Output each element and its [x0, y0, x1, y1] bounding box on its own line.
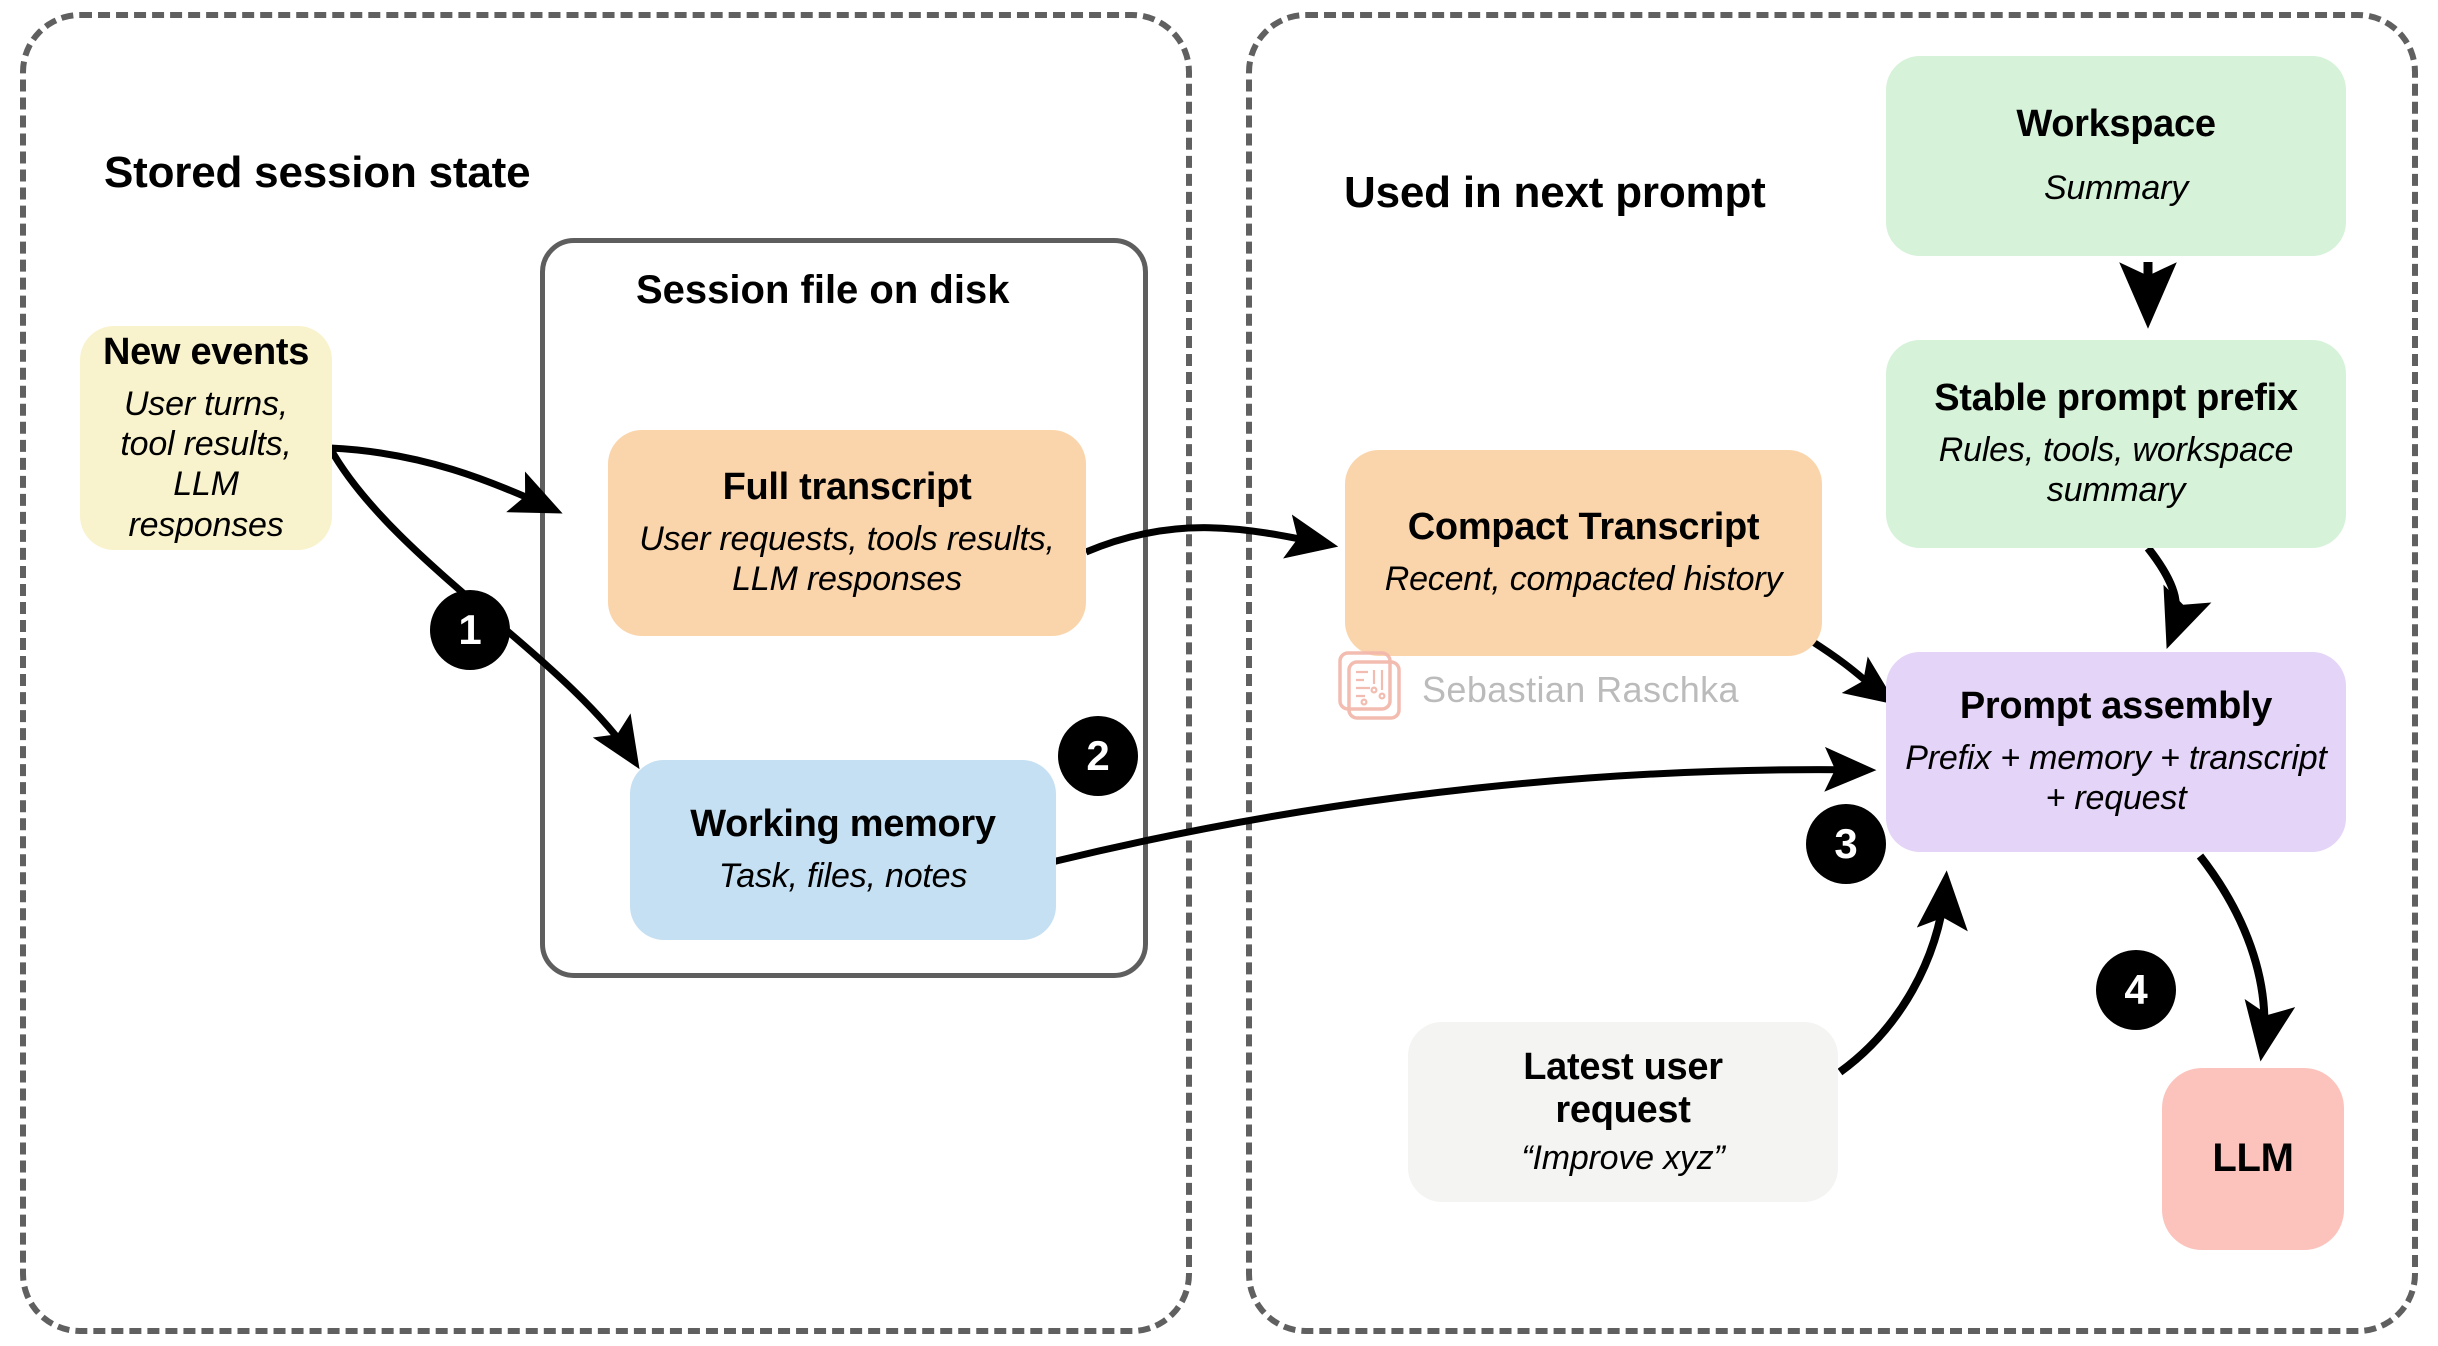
node-workspace-subtitle: Summary: [2043, 169, 2189, 208]
subpanel-title-session-file-on-disk: Session file on disk: [636, 268, 1010, 312]
panel-title-used-in-next-prompt: Used in next prompt: [1344, 168, 1766, 217]
node-full-transcript[interactable]: Full transcript User requests, tools res…: [608, 430, 1086, 636]
node-llm[interactable]: LLM: [2162, 1068, 2344, 1250]
node-stable-prompt-prefix[interactable]: Stable prompt prefix Rules, tools, works…: [1886, 340, 2346, 548]
node-prompt-assembly-title: Prompt assembly: [1959, 685, 2273, 728]
node-prompt-assembly-subtitle: Prefix + memory + transcript + request: [1905, 739, 2327, 818]
node-compact-transcript[interactable]: Compact Transcript Recent, compacted his…: [1345, 450, 1822, 656]
panel-stored-session-state: [20, 12, 1192, 1334]
node-workspace[interactable]: Workspace Summary: [1886, 56, 2346, 256]
node-latest-user-request-title: Latest user request: [1523, 1046, 1723, 1131]
node-workspace-title: Workspace: [2016, 103, 2216, 146]
node-full-transcript-subtitle: User requests, tools results, LLM respon…: [639, 520, 1055, 599]
panel-title-stored-session-state: Stored session state: [104, 148, 531, 197]
node-llm-title: LLM: [2212, 1136, 2294, 1181]
node-new-events[interactable]: New events User turns, tool results, LLM…: [80, 326, 332, 550]
node-working-memory-title: Working memory: [690, 803, 996, 846]
node-compact-transcript-title: Compact Transcript: [1407, 506, 1760, 549]
node-new-events-title: New events: [102, 331, 310, 374]
node-working-memory-subtitle: Task, files, notes: [718, 857, 968, 896]
node-working-memory[interactable]: Working memory Task, files, notes: [630, 760, 1056, 940]
node-stable-prompt-prefix-title: Stable prompt prefix: [1934, 377, 2298, 420]
node-latest-user-request-subtitle: “Improve xyz”: [1521, 1138, 1725, 1177]
node-stable-prompt-prefix-subtitle: Rules, tools, workspace summary: [1938, 431, 2294, 510]
step-badge-4: 4: [2096, 950, 2176, 1030]
node-latest-user-request[interactable]: Latest user request “Improve xyz”: [1408, 1022, 1838, 1202]
panel-used-in-next-prompt: [1246, 12, 2418, 1334]
node-compact-transcript-subtitle: Recent, compacted history: [1384, 560, 1783, 599]
node-prompt-assembly[interactable]: Prompt assembly Prefix + memory + transc…: [1886, 652, 2346, 852]
step-badge-3: 3: [1806, 804, 1886, 884]
step-badge-1: 1: [430, 590, 510, 670]
step-badge-2: 2: [1058, 716, 1138, 796]
node-new-events-subtitle: User turns, tool results, LLM responses: [120, 385, 292, 544]
node-full-transcript-title: Full transcript: [722, 466, 972, 509]
